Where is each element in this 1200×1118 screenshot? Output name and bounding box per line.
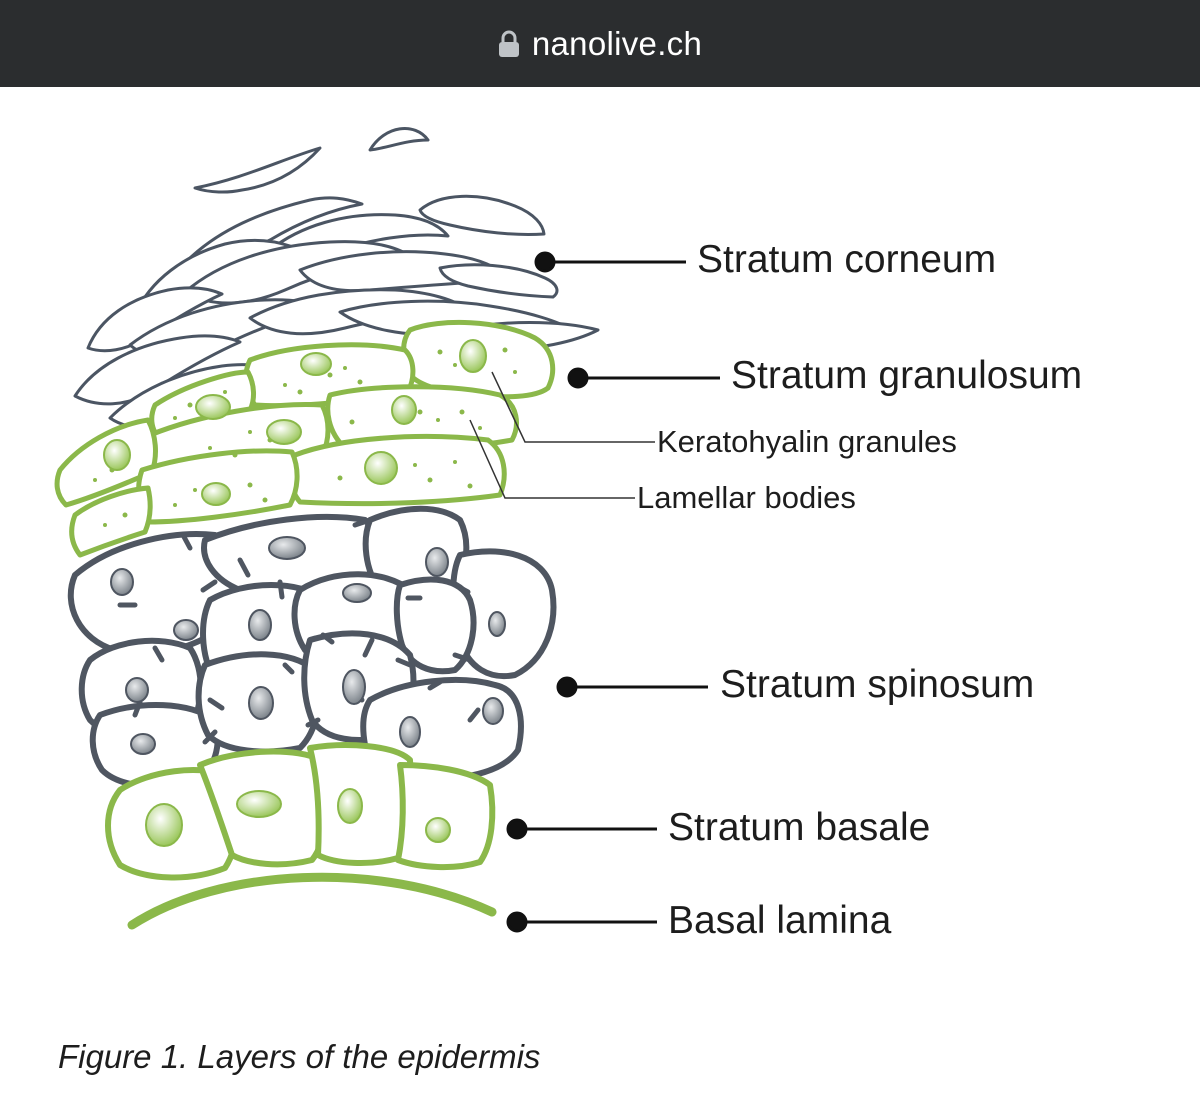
label-stratum-basale: Stratum basale: [668, 806, 931, 849]
leader-lines: [506, 251, 720, 933]
browser-address-bar: nanolive.ch: [0, 0, 1200, 87]
label-stratum-spinosum: Stratum spinosum: [720, 663, 1035, 706]
label-keratohyalin-granules: Keratohyalin granules: [657, 424, 957, 459]
epidermis-diagram: Stratum corneum Stratum granulosum Kerat…: [0, 87, 1200, 1027]
keratohyalin-granules: [93, 347, 517, 527]
granulosum-nuclei: [103, 339, 487, 506]
label-stratum-corneum: Stratum corneum: [697, 238, 997, 281]
lock-icon: [498, 30, 519, 57]
stratum-corneum-cells: [73, 127, 600, 429]
desmosome-junctions: [117, 517, 481, 745]
url-display[interactable]: nanolive.ch: [498, 25, 702, 63]
thin-leader-lines: [469, 371, 655, 499]
basal-lamina-line: [127, 872, 497, 930]
label-lamellar-bodies: Lamellar bodies: [637, 480, 856, 515]
figure-caption: Figure 1. Layers of the epidermis: [58, 1038, 541, 1075]
url-text: nanolive.ch: [531, 24, 703, 62]
label-basal-lamina: Basal lamina: [668, 899, 892, 942]
basale-nuclei: [145, 788, 451, 847]
spinosum-nuclei: [110, 536, 506, 755]
epidermis-illustration: [54, 127, 720, 933]
label-stratum-granulosum: Stratum granulosum: [731, 354, 1083, 397]
